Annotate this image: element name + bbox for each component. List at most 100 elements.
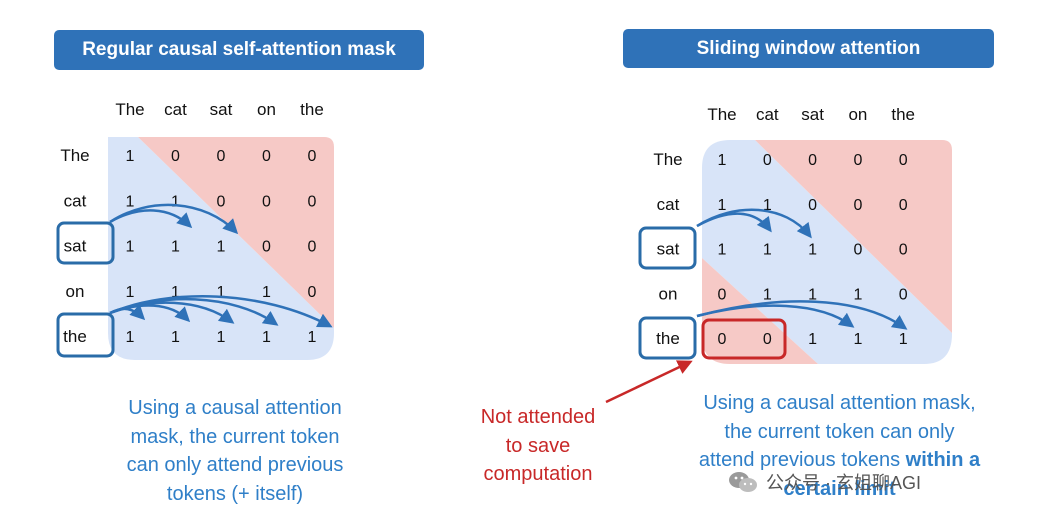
row-label: the — [63, 327, 87, 346]
matrix-cell: 0 — [763, 331, 772, 348]
matrix-cell: 0 — [808, 197, 817, 214]
matrix-cell: 1 — [126, 239, 135, 256]
matrix-cell: 1 — [171, 284, 180, 301]
matrix-cell: 1 — [217, 239, 226, 256]
highlight-box-sat-right — [638, 226, 697, 270]
matrix-cell: 1 — [808, 286, 817, 303]
matrix-cell: 1 — [763, 242, 772, 259]
matrix-cell: 0 — [308, 148, 317, 165]
matrix-cell: 1 — [126, 284, 135, 301]
row-label: on — [66, 282, 85, 301]
causal-mask-column-labels: The cat sat on the — [115, 100, 323, 119]
matrix-cell: 0 — [308, 284, 317, 301]
column-label: The — [115, 100, 144, 119]
caption-line: Using a causal attention — [128, 397, 342, 419]
window-allowed-region — [702, 140, 952, 364]
caption-line: tokens (+ itself) — [166, 482, 304, 505]
matrix-cell: 0 — [899, 197, 908, 214]
matrix-cell: 1 — [262, 284, 271, 301]
causal-mask-row-labels: The cat sat on the — [60, 146, 89, 346]
matrix-cell: 0 — [171, 148, 180, 165]
matrix-cell: 1 — [217, 284, 226, 301]
caption-emphasis: within a — [905, 449, 981, 471]
matrix-cell: 1 — [718, 242, 727, 259]
causal-attention-arrows — [109, 203, 333, 328]
caption-emphasis: certain limit — [783, 477, 896, 500]
matrix-cell: 1 — [171, 193, 180, 210]
watermark-text: 公众号 · 玄姐聊AGI — [766, 473, 922, 493]
caption-line: certain limit — [662, 475, 1017, 504]
matrix-cell: 1 — [808, 331, 817, 348]
caption-line: mask, the current token — [130, 425, 340, 448]
matrix-cell: 1 — [126, 329, 135, 346]
matrix-cell: 1 — [763, 197, 772, 214]
row-label: on — [659, 284, 678, 303]
not-attended-highlight — [701, 318, 787, 360]
matrix-cell: 1 — [763, 286, 772, 303]
sliding-window-matrix — [702, 140, 952, 364]
matrix-cell: 0 — [217, 148, 226, 165]
note-pointer-arrow — [605, 360, 693, 404]
matrix-cell: 0 — [763, 152, 772, 169]
matrix-cell: 0 — [262, 193, 271, 210]
row-label: cat — [64, 191, 87, 210]
sliding-window-row-labels: The cat sat on the — [653, 150, 682, 348]
column-label: cat — [756, 105, 779, 124]
row-label: cat — [657, 195, 680, 214]
sliding-window-column-labels: The cat sat on the — [707, 105, 915, 124]
matrix-cell: 1 — [126, 193, 135, 210]
matrix-cell: 1 — [126, 148, 135, 165]
window-upper-masked-region — [755, 140, 952, 333]
column-label: sat — [801, 105, 824, 124]
caption-line: the current token can only — [724, 420, 955, 443]
causal-mask-caption: Using a causal attention mask, the curre… — [90, 394, 380, 508]
matrix-cell: 1 — [171, 329, 180, 346]
matrix-cell: 0 — [718, 331, 727, 348]
column-label: sat — [210, 100, 233, 119]
matrix-cell: 0 — [853, 242, 862, 259]
matrix-cell: 0 — [853, 197, 862, 214]
column-label: on — [848, 105, 867, 124]
matrix-cell: 1 — [808, 242, 817, 259]
column-label: The — [707, 105, 736, 124]
matrix-cell: 0 — [853, 152, 862, 169]
row-label: sat — [64, 237, 87, 256]
matrix-cell: 1 — [217, 329, 226, 346]
matrix-cell: 0 — [899, 242, 908, 259]
note-line: computation — [483, 463, 593, 485]
matrix-cell: 1 — [853, 286, 862, 303]
not-attended-note: Not attended to save computation — [453, 403, 623, 489]
column-label: on — [257, 100, 276, 119]
matrix-cell: 1 — [899, 331, 908, 348]
highlight-box-sat — [56, 221, 115, 265]
row-label: the — [656, 329, 680, 348]
matrix-cell: 0 — [308, 193, 317, 210]
row-label: sat — [657, 240, 680, 259]
column-label: the — [300, 100, 324, 119]
matrix-cell: 1 — [308, 329, 317, 346]
matrix-cell: 0 — [262, 239, 271, 256]
matrix-cell: 1 — [262, 329, 271, 346]
note-line: Not attended — [480, 406, 596, 428]
matrix-cell: 1 — [853, 331, 862, 348]
caption-line: attend previous tokens within a — [662, 446, 1017, 475]
highlight-box-the-right — [638, 316, 697, 360]
matrix-cell: 0 — [217, 193, 226, 210]
watermark: 公众号 · 玄姐聊AGI — [728, 468, 921, 496]
matrix-cell: 1 — [171, 239, 180, 256]
column-label: cat — [164, 100, 187, 119]
causal-mask-title: Regular causal self-attention mask — [54, 30, 424, 70]
matrix-cell: 0 — [899, 286, 908, 303]
row-label: The — [60, 146, 89, 165]
matrix-cell: 1 — [718, 152, 727, 169]
matrix-cell: 0 — [808, 152, 817, 169]
column-label: the — [891, 105, 915, 124]
wechat-icon — [729, 472, 757, 492]
note-line: to save — [505, 434, 571, 457]
window-lower-masked-region — [702, 258, 818, 364]
matrix-cell: 0 — [718, 286, 727, 303]
sliding-window-title: Sliding window attention — [623, 29, 994, 68]
row-label: The — [653, 150, 682, 169]
